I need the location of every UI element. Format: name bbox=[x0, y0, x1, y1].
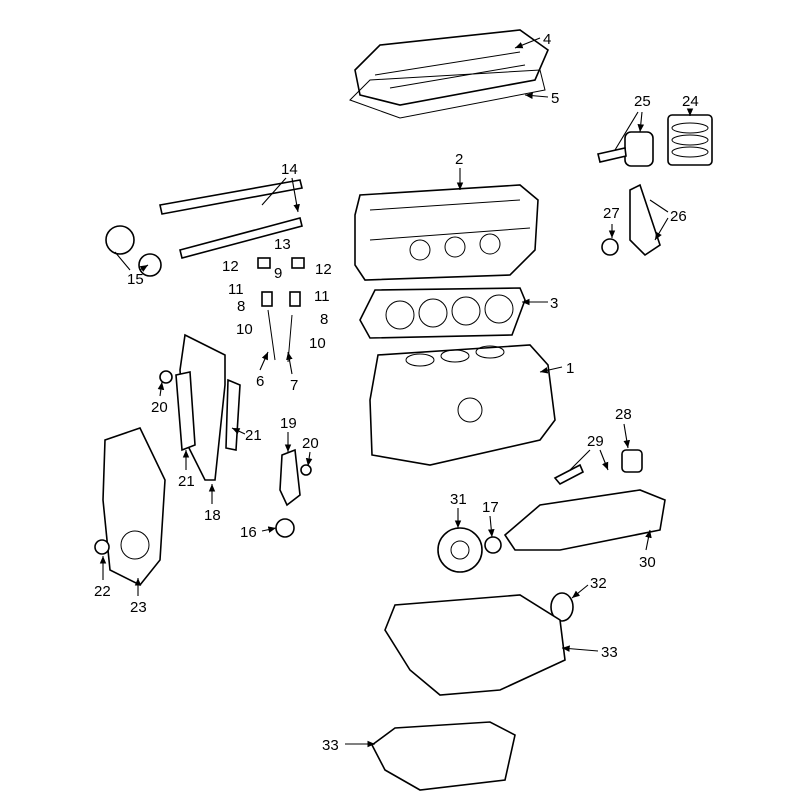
callout-3: 3 bbox=[550, 295, 558, 312]
callout-21b: 21 bbox=[178, 473, 195, 490]
callout-29: 29 bbox=[587, 433, 604, 450]
callout-17: 17 bbox=[482, 499, 499, 516]
callout-14: 14 bbox=[281, 161, 298, 178]
callout-8a: 8 bbox=[237, 298, 245, 315]
callout-10a: 10 bbox=[236, 321, 253, 338]
callout-24: 24 bbox=[682, 93, 699, 110]
callout-12a: 12 bbox=[222, 258, 239, 275]
callout-33b: 33 bbox=[322, 737, 339, 754]
callout-21a: 21 bbox=[245, 427, 262, 444]
cylinder-block bbox=[369, 344, 556, 466]
timing-cover bbox=[94, 427, 166, 587]
callout-11a: 11 bbox=[228, 281, 244, 298]
callout-23: 23 bbox=[130, 599, 147, 616]
callout-31: 31 bbox=[450, 491, 467, 508]
callout-20a: 20 bbox=[151, 399, 168, 416]
callout-15: 15 bbox=[127, 271, 144, 288]
callout-7: 7 bbox=[290, 377, 298, 394]
valve-cover bbox=[349, 29, 549, 119]
callout-19: 19 bbox=[280, 415, 297, 432]
callout-labels: 4 5 25 24 2 14 27 26 13 12 12 9 11 11 3 … bbox=[94, 31, 699, 754]
head-gasket bbox=[359, 287, 526, 339]
oil-pump-chain bbox=[275, 448, 312, 538]
callout-30: 30 bbox=[639, 554, 656, 571]
callout-6: 6 bbox=[256, 373, 264, 390]
piston-assembly bbox=[597, 114, 713, 257]
leader-lines bbox=[99, 37, 694, 748]
callout-27: 27 bbox=[603, 205, 620, 222]
callout-5: 5 bbox=[551, 90, 559, 107]
camshafts bbox=[105, 179, 303, 277]
callout-16: 16 bbox=[240, 524, 257, 541]
callout-2: 2 bbox=[455, 151, 463, 168]
cylinder-head bbox=[354, 184, 539, 281]
crankshaft-assembly bbox=[437, 449, 666, 622]
callout-4: 4 bbox=[543, 31, 551, 48]
oil-pan-upper bbox=[384, 594, 566, 696]
callout-1: 1 bbox=[566, 360, 574, 377]
callout-13: 13 bbox=[274, 236, 291, 253]
callout-22: 22 bbox=[94, 583, 111, 600]
callout-10b: 10 bbox=[309, 335, 326, 352]
callout-12b: 12 bbox=[315, 261, 332, 278]
callout-8b: 8 bbox=[320, 311, 328, 328]
callout-25: 25 bbox=[634, 93, 651, 110]
callout-32: 32 bbox=[590, 575, 607, 592]
callout-9: 9 bbox=[274, 265, 282, 282]
callout-28: 28 bbox=[615, 406, 632, 423]
callout-18: 18 bbox=[204, 507, 221, 524]
callout-11b: 11 bbox=[314, 288, 330, 305]
oil-pan-lower bbox=[370, 721, 516, 791]
callout-26: 26 bbox=[670, 208, 687, 225]
callout-20b: 20 bbox=[302, 435, 319, 452]
callout-33a: 33 bbox=[601, 644, 618, 661]
timing-chain bbox=[159, 333, 241, 481]
